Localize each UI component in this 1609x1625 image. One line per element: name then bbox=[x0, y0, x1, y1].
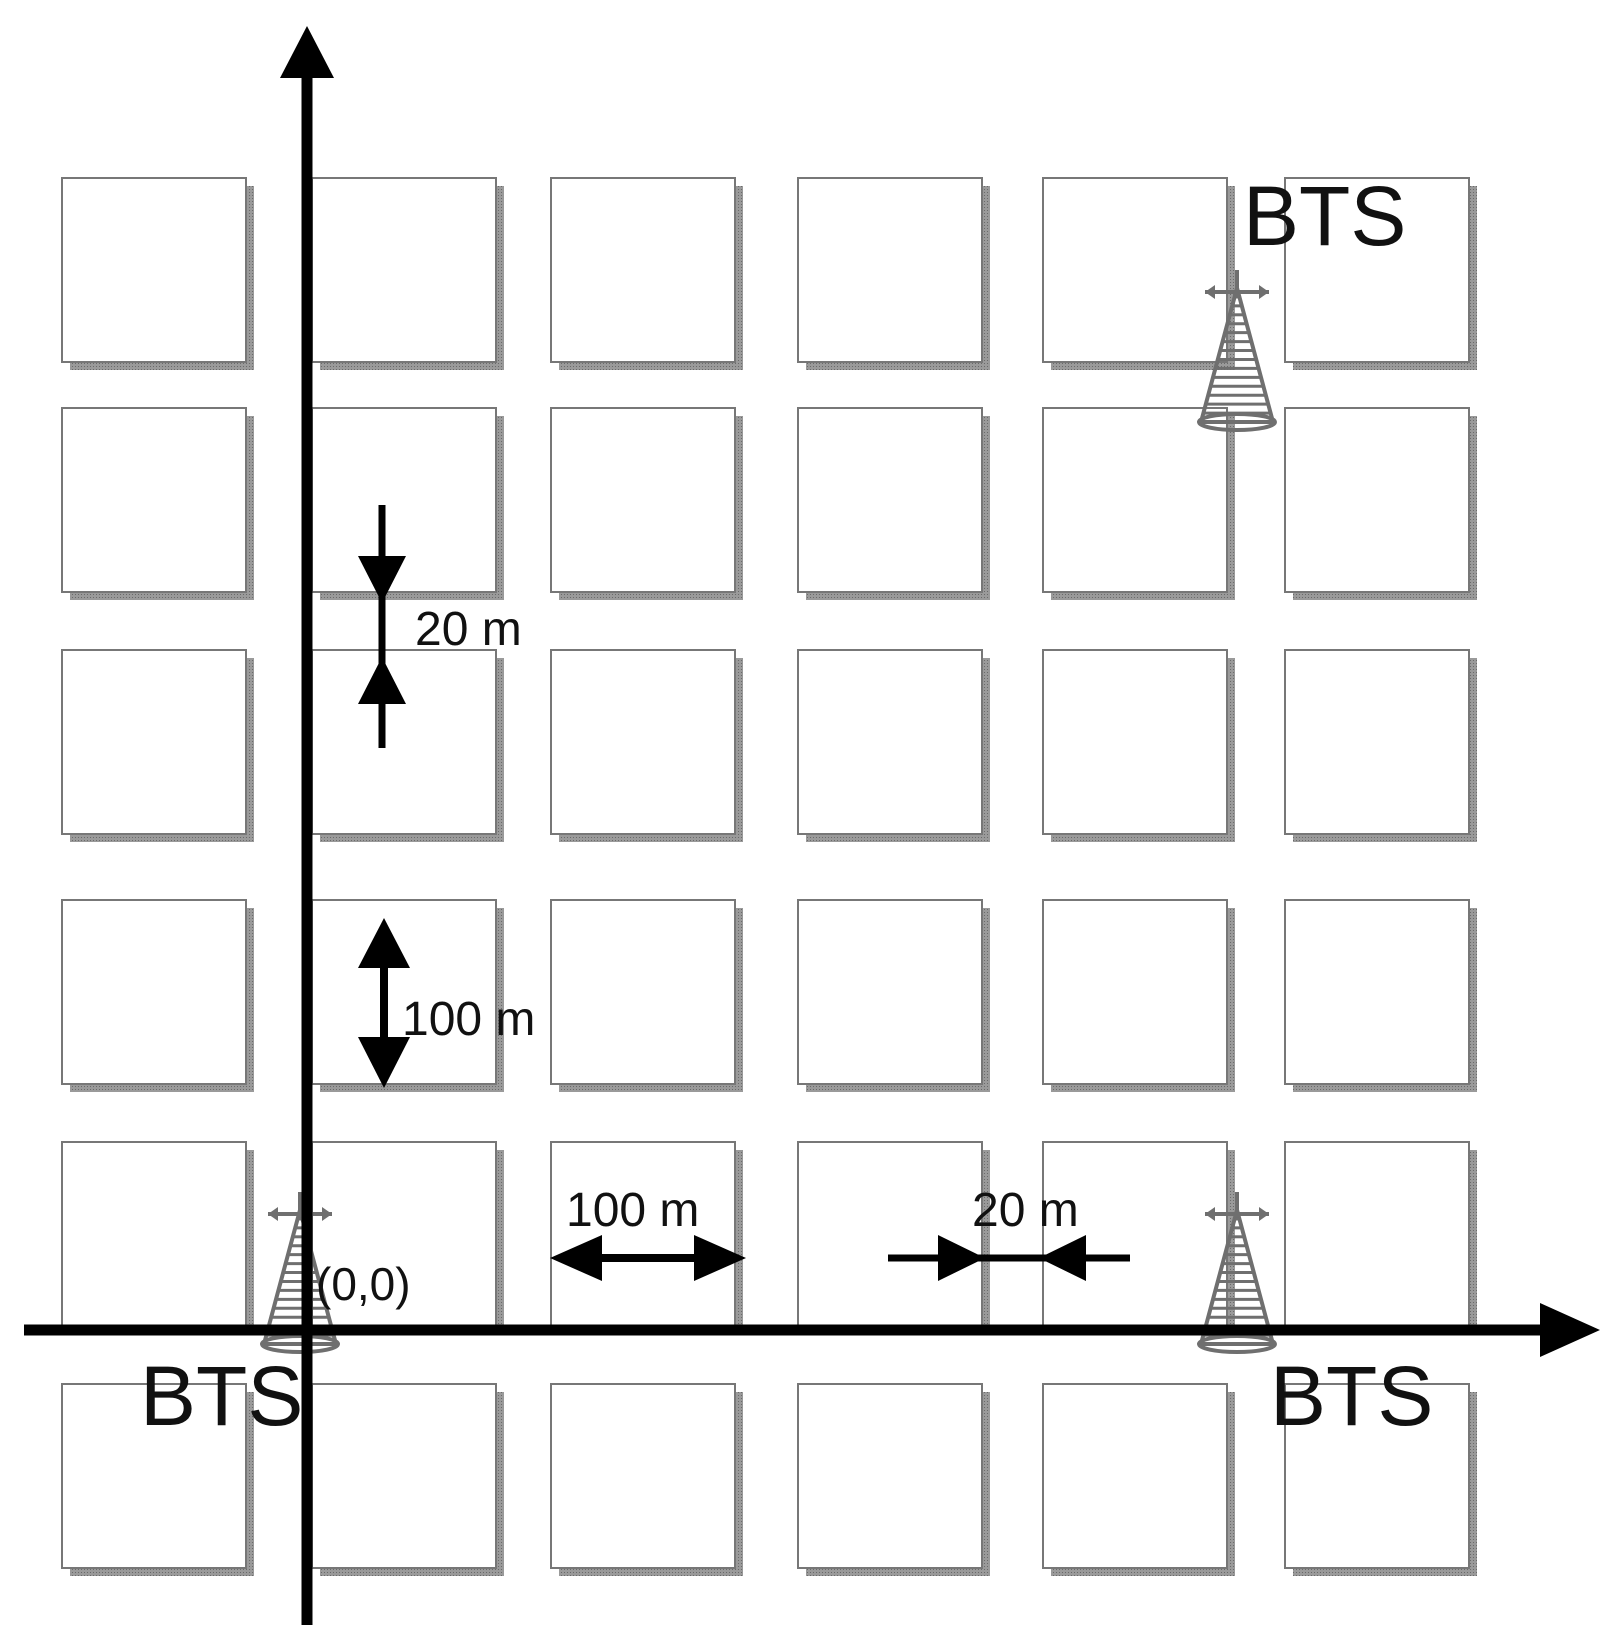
city-blocks bbox=[61, 177, 1477, 1576]
city-block bbox=[1042, 1383, 1235, 1576]
city-block-face bbox=[311, 407, 497, 593]
vertical-block-dimension bbox=[358, 918, 410, 1088]
city-block bbox=[1042, 899, 1235, 1092]
city-block-face bbox=[1042, 407, 1228, 593]
bts-label-top: BTS bbox=[1243, 169, 1406, 263]
city-block bbox=[550, 407, 743, 600]
horizontal-block-label: 100 m bbox=[566, 1184, 699, 1237]
city-block-face bbox=[797, 407, 983, 593]
city-block-face bbox=[1042, 649, 1228, 835]
city-block bbox=[311, 649, 504, 842]
city-block-face bbox=[61, 1383, 247, 1569]
city-block-face bbox=[1042, 1141, 1228, 1327]
city-block bbox=[1284, 407, 1477, 600]
city-block-face bbox=[1042, 1383, 1228, 1569]
city-block-face bbox=[1284, 649, 1470, 835]
city-block-face bbox=[1042, 899, 1228, 1085]
city-block-face bbox=[1284, 1383, 1470, 1569]
city-block bbox=[1042, 1141, 1235, 1334]
city-block-face bbox=[797, 649, 983, 835]
city-block bbox=[1042, 649, 1235, 842]
city-block-face bbox=[550, 177, 736, 363]
city-block bbox=[550, 899, 743, 1092]
city-block bbox=[311, 1141, 504, 1334]
horizontal-block-dimension bbox=[550, 1235, 746, 1281]
city-block bbox=[61, 899, 254, 1092]
city-block-face bbox=[550, 407, 736, 593]
vertical-block-label: 100 m bbox=[402, 993, 535, 1046]
city-block-face bbox=[61, 899, 247, 1085]
x-axis bbox=[24, 1303, 1600, 1357]
city-block-face bbox=[61, 649, 247, 835]
city-block bbox=[797, 1141, 990, 1334]
bts-tower-icon bbox=[1197, 270, 1277, 432]
city-block bbox=[1042, 407, 1235, 600]
city-block bbox=[61, 407, 254, 600]
city-block bbox=[1284, 177, 1477, 370]
city-block bbox=[311, 899, 504, 1092]
city-block-face bbox=[311, 649, 497, 835]
city-block-face bbox=[61, 177, 247, 363]
city-block-face bbox=[797, 1141, 983, 1327]
horizontal-gap-label: 20 m bbox=[972, 1184, 1079, 1237]
city-block-face bbox=[797, 1383, 983, 1569]
y-axis bbox=[280, 26, 334, 1625]
city-block bbox=[61, 177, 254, 370]
bts-label-origin: BTS bbox=[140, 1349, 303, 1443]
city-block bbox=[550, 1141, 743, 1334]
city-block-face bbox=[311, 1383, 497, 1569]
city-block bbox=[1284, 1383, 1477, 1576]
city-block bbox=[311, 177, 504, 370]
city-block bbox=[311, 407, 504, 600]
city-block bbox=[797, 177, 990, 370]
city-block-face bbox=[550, 649, 736, 835]
city-block-face bbox=[797, 177, 983, 363]
city-block bbox=[1042, 177, 1235, 370]
city-block bbox=[61, 1383, 254, 1576]
city-block bbox=[797, 899, 990, 1092]
city-block-face bbox=[311, 177, 497, 363]
bts-tower-icon bbox=[260, 1192, 340, 1354]
city-block bbox=[61, 1141, 254, 1334]
city-block-face bbox=[61, 407, 247, 593]
city-block-face bbox=[550, 1141, 736, 1327]
city-block bbox=[797, 649, 990, 842]
city-block bbox=[797, 1383, 990, 1576]
city-block-face bbox=[311, 899, 497, 1085]
city-block-face bbox=[311, 1141, 497, 1327]
city-block-face bbox=[1042, 177, 1228, 363]
city-block bbox=[550, 1383, 743, 1576]
city-block-face bbox=[1284, 899, 1470, 1085]
city-block-face bbox=[1284, 407, 1470, 593]
city-block bbox=[1284, 1141, 1477, 1334]
city-block-face bbox=[550, 899, 736, 1085]
city-block-face bbox=[61, 1141, 247, 1327]
city-block bbox=[797, 407, 990, 600]
city-block-face bbox=[797, 899, 983, 1085]
city-block-face bbox=[1284, 1141, 1470, 1327]
horizontal-gap-dimension bbox=[888, 1235, 1130, 1281]
city-block-face bbox=[550, 1383, 736, 1569]
bts-label-right: BTS bbox=[1270, 1349, 1433, 1443]
origin-label: (0,0) bbox=[316, 1258, 411, 1310]
city-block bbox=[1284, 649, 1477, 842]
vertical-gap-dimension bbox=[358, 505, 406, 748]
city-block bbox=[311, 1383, 504, 1576]
city-block bbox=[1284, 899, 1477, 1092]
city-block bbox=[61, 649, 254, 842]
vertical-gap-label: 20 m bbox=[415, 603, 522, 656]
city-block-face bbox=[1284, 177, 1470, 363]
city-block bbox=[550, 177, 743, 370]
city-block bbox=[550, 649, 743, 842]
